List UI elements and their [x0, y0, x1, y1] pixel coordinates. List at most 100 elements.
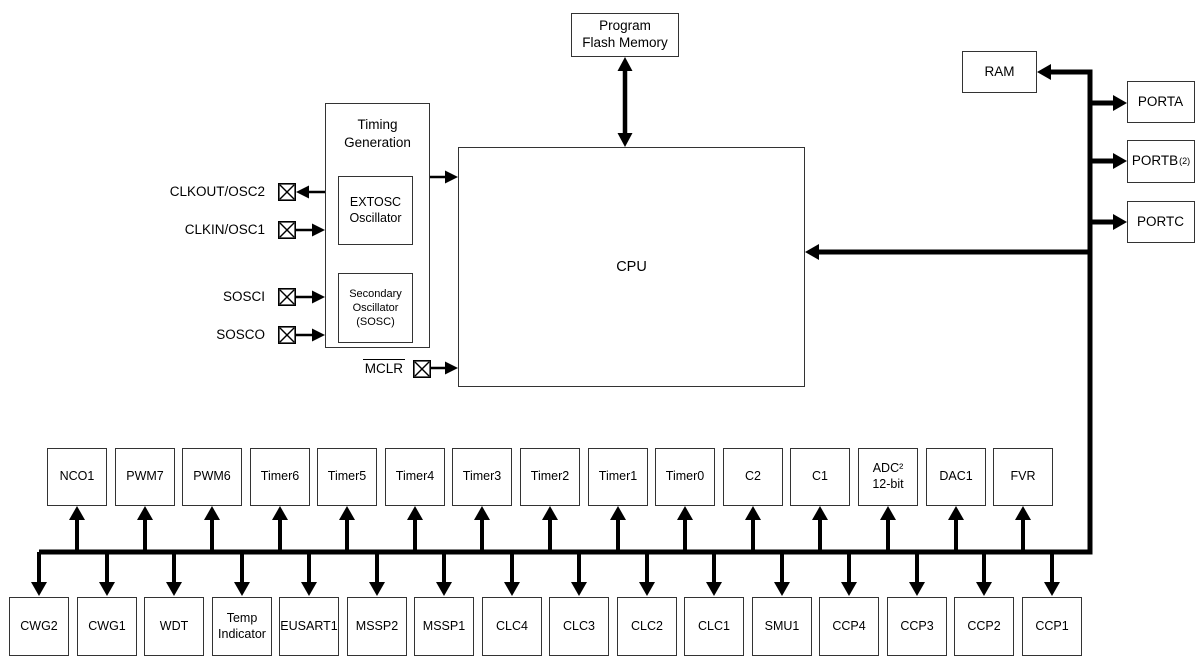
arrow-down — [909, 582, 925, 596]
peripheral-box-clc4: CLC4 — [482, 597, 542, 656]
arrow-right — [312, 328, 325, 342]
arrow-right — [445, 361, 458, 375]
secondary-oscillator-box: Secondary Oscillator (SOSC) — [338, 273, 413, 343]
port-box-portb: PORTB(2) — [1127, 140, 1195, 183]
port-box-portc: PORTC — [1127, 201, 1195, 243]
arrow-left — [296, 185, 309, 199]
arrow-down — [841, 582, 857, 596]
timing-generation-label: Timing Generation — [344, 117, 411, 150]
arrow-down — [504, 582, 520, 596]
arrow-down — [571, 582, 587, 596]
pin-icon-clkout-osc2-cross — [279, 184, 295, 200]
arrow-right — [445, 170, 458, 184]
peripheral-box-mssp2: MSSP2 — [347, 597, 407, 656]
arrow-down — [301, 582, 317, 596]
arrow-up — [407, 506, 423, 520]
arrow-right — [312, 290, 325, 304]
peripheral-box-clc1: CLC1 — [684, 597, 744, 656]
arrow-down — [31, 582, 47, 596]
arrow-right — [312, 223, 325, 237]
peripheral-box-cwg2: CWG2 — [9, 597, 69, 656]
arrow-down — [369, 582, 385, 596]
pin-icon-clkin-osc1 — [277, 221, 296, 240]
arrow-right — [1113, 95, 1127, 111]
peripheral-box-timer4: Timer4 — [385, 448, 445, 506]
arrow-down — [617, 133, 633, 147]
ram-box: RAM — [962, 51, 1037, 93]
arrow-down — [166, 582, 182, 596]
portc-label: PORTC — [1136, 213, 1184, 229]
pin-icon-sosco-cross — [279, 327, 295, 343]
arrow-up — [474, 506, 490, 520]
peripheral-box-timer2: Timer2 — [520, 448, 580, 506]
peripheral-box-pwm7: PWM7 — [115, 448, 175, 506]
pin-label-sosci: SOSCI — [222, 289, 265, 304]
portb-label: PORTB — [1131, 153, 1179, 169]
pin-icon-clkin-osc1-cross — [279, 222, 295, 238]
peripheral-box-mssp1: MSSP1 — [414, 597, 474, 656]
peripheral-box-timer3: Timer3 — [452, 448, 512, 506]
arrow-up — [880, 506, 896, 520]
peripheral-box-timer0: Timer0 — [655, 448, 715, 506]
arrow-down — [1044, 582, 1060, 596]
peripheral-box-adc-12-bit: ADC² 12-bit — [858, 448, 918, 506]
peripheral-box-cwg1: CWG1 — [77, 597, 137, 656]
peripheral-box-smu1: SMU1 — [752, 597, 812, 656]
arrow-right — [1113, 214, 1127, 230]
arrow-up — [69, 506, 85, 520]
arrow-up — [610, 506, 626, 520]
pin-icon-sosci — [277, 287, 296, 306]
peripheral-box-wdt: WDT — [144, 597, 204, 656]
peripheral-box-c2: C2 — [723, 448, 783, 506]
peripheral-box-ccp1: CCP1 — [1022, 597, 1082, 656]
mclr-overlined-text: MCLR — [362, 359, 405, 376]
peripheral-box-timer6: Timer6 — [250, 448, 310, 506]
peripheral-box-timer1: Timer1 — [588, 448, 648, 506]
portb-footnote: (2) — [1179, 155, 1191, 166]
pin-icon-mclr-cross — [414, 361, 430, 377]
arrow-up — [542, 506, 558, 520]
pin-label-sosco: SOSCO — [216, 327, 265, 342]
peripheral-box-ccp2: CCP2 — [954, 597, 1014, 656]
arrow-up — [745, 506, 761, 520]
arrow-up — [948, 506, 964, 520]
pin-icon-sosco — [277, 325, 296, 344]
program-flash-memory-box: Program Flash Memory — [571, 13, 679, 57]
peripheral-box-dac1: DAC1 — [926, 448, 986, 506]
arrow-down — [706, 582, 722, 596]
peripheral-box-fvr: FVR — [993, 448, 1053, 506]
peripheral-box-ccp4: CCP4 — [819, 597, 879, 656]
peripheral-box-clc3: CLC3 — [549, 597, 609, 656]
port-box-porta: PORTA — [1127, 81, 1195, 123]
arrow-up — [1015, 506, 1031, 520]
arrow-down — [234, 582, 250, 596]
pin-icon-mclr — [412, 359, 431, 378]
porta-label: PORTA — [1137, 93, 1184, 109]
arrow-down — [639, 582, 655, 596]
arrow-up — [617, 57, 633, 71]
pin-icon-clkout-osc2 — [277, 183, 296, 202]
peripheral-box-pwm6: PWM6 — [182, 448, 242, 506]
peripheral-box-c1: C1 — [790, 448, 850, 506]
peripheral-box-temp-indicator: Temp Indicator — [212, 597, 272, 656]
arrow-down — [774, 582, 790, 596]
arrow-down — [99, 582, 115, 596]
peripheral-box-eusart1: EUSART1 — [279, 597, 339, 656]
arrow-left — [1037, 64, 1051, 80]
arrow-up — [272, 506, 288, 520]
arrow-up — [137, 506, 153, 520]
arrow-down — [976, 582, 992, 596]
peripheral-box-clc2: CLC2 — [617, 597, 677, 656]
cpu-box: CPU — [458, 147, 805, 387]
pin-label-mclr: MCLR — [330, 359, 405, 377]
arrow-right — [1113, 153, 1127, 169]
pin-label-clkin-osc1: CLKIN/OSC1 — [184, 222, 265, 237]
arrow-left — [805, 244, 819, 260]
arrow-up — [812, 506, 828, 520]
peripheral-box-ccp3: CCP3 — [887, 597, 947, 656]
pin-label-clkout-osc2: CLKOUT/OSC2 — [169, 184, 265, 199]
arrow-down — [436, 582, 452, 596]
pin-icon-sosci-cross — [279, 289, 295, 305]
